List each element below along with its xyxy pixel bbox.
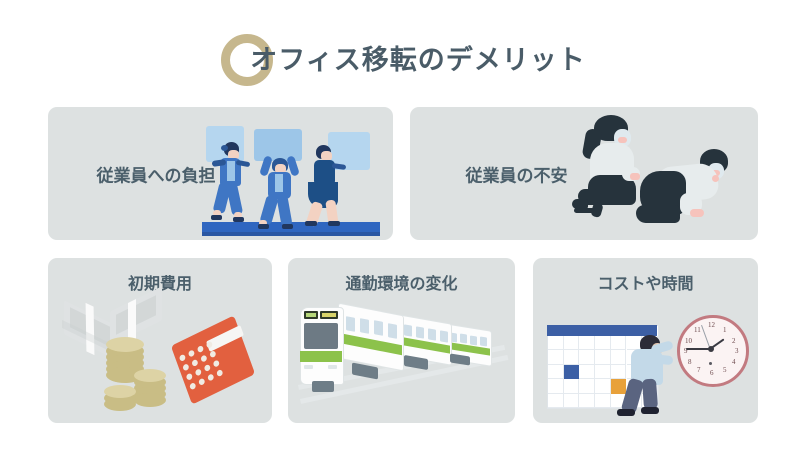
card-anxiety-label: 従業員の不安 [465, 166, 568, 185]
three-movers-carrying-boxes-icon [188, 120, 393, 240]
title-block: オフィス移転のデメリット [0, 28, 800, 86]
money-bills-coins-calculator-icon [58, 286, 263, 417]
calendar-person-clock-icon: 12 1 2 3 4 5 6 7 8 9 10 11 [533, 293, 758, 423]
commuter-train-on-tracks-icon [294, 299, 509, 419]
card-commute-change-label: 通勤環境の変化 [345, 276, 458, 293]
title-accent-ring-icon [221, 34, 273, 86]
card-burden-label: 従業員への負担 [96, 166, 216, 185]
card-initial-cost-label: 初期費用 [127, 276, 192, 293]
card-commute-change[interactable]: 通勤環境の変化 [288, 258, 515, 423]
card-cost-and-time[interactable]: コストや時間 [533, 258, 758, 423]
card-cost-and-time-label: コストや時間 [597, 276, 694, 293]
card-burden[interactable]: 従業員への負担 [48, 107, 393, 240]
card-anxiety[interactable]: 従業員の不安 [410, 107, 758, 240]
two-crouching-worried-people-icon [562, 113, 752, 235]
card-initial-cost[interactable]: 初期費用 [48, 258, 272, 423]
page-title: オフィス移転のデメリット [250, 44, 586, 75]
clock-graphic: 12 1 2 3 4 5 6 7 8 9 10 11 [677, 315, 749, 387]
